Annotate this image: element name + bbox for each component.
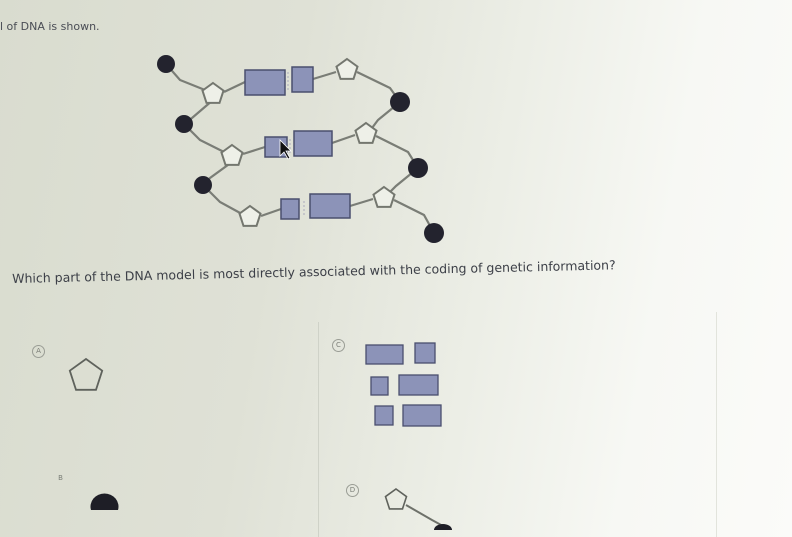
- sugar-pentagon: [335, 57, 359, 80]
- option-divider: [318, 322, 319, 537]
- phosphate-circle: [408, 158, 428, 178]
- base-rect: [309, 193, 351, 219]
- mouse-cursor-icon: [279, 139, 292, 160]
- base-rect: [291, 66, 314, 93]
- phosphate-circles: [157, 55, 444, 243]
- option-d-radio[interactable]: D: [346, 484, 359, 497]
- sugar-pentagon: [354, 121, 378, 144]
- phosphate-circle: [390, 92, 410, 112]
- sugar-pentagon: [220, 143, 244, 166]
- base-pairs-icon: [365, 342, 442, 427]
- base-rect: [293, 130, 333, 157]
- phosphate-circle-icon: [90, 493, 119, 510]
- pentagon-icon: [68, 357, 104, 391]
- phosphate-circle: [424, 223, 444, 243]
- sugar-pentagon: [201, 81, 225, 104]
- phosphate-circle: [157, 55, 175, 73]
- phosphate-circle: [194, 176, 212, 194]
- phosphate-circle: [175, 115, 193, 133]
- base-rect: [244, 69, 286, 96]
- base-rect: [280, 198, 300, 220]
- sugar-phosphate-icon: [384, 488, 452, 530]
- option-a[interactable]: [20, 330, 310, 450]
- option-divider: [716, 312, 717, 537]
- intro-text: l of DNA is shown.: [0, 20, 100, 33]
- sugar-pentagon: [238, 204, 262, 227]
- option-a-radio[interactable]: A: [32, 345, 45, 358]
- option-b-radio[interactable]: B: [58, 474, 63, 482]
- option-c-radio[interactable]: C: [332, 339, 345, 352]
- option-c[interactable]: [325, 330, 705, 440]
- sugar-pentagon: [372, 185, 396, 208]
